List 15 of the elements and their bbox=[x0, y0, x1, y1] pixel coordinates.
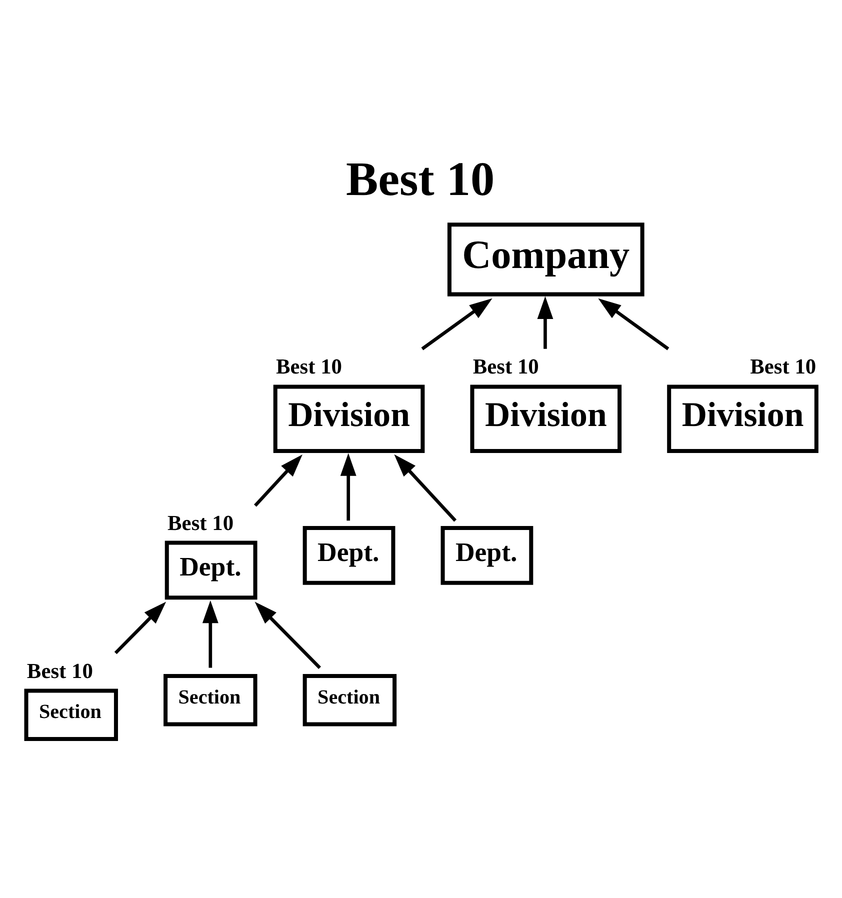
node-label: Best 10 bbox=[168, 510, 234, 535]
node-label: Best 10 bbox=[26, 658, 93, 683]
node-label: Best 10 bbox=[750, 354, 816, 379]
arrow bbox=[254, 602, 321, 669]
arrow bbox=[394, 454, 457, 522]
arrow bbox=[202, 600, 218, 668]
node-label: Best 10 bbox=[472, 354, 539, 379]
arrow bbox=[254, 454, 302, 507]
diagram-title: Best 10 bbox=[346, 152, 495, 206]
arrow bbox=[340, 453, 356, 521]
arrow bbox=[598, 298, 670, 350]
arrow bbox=[421, 298, 492, 350]
arrow bbox=[114, 602, 166, 654]
arrow bbox=[537, 296, 554, 349]
node-label: Best 10 bbox=[276, 354, 342, 379]
